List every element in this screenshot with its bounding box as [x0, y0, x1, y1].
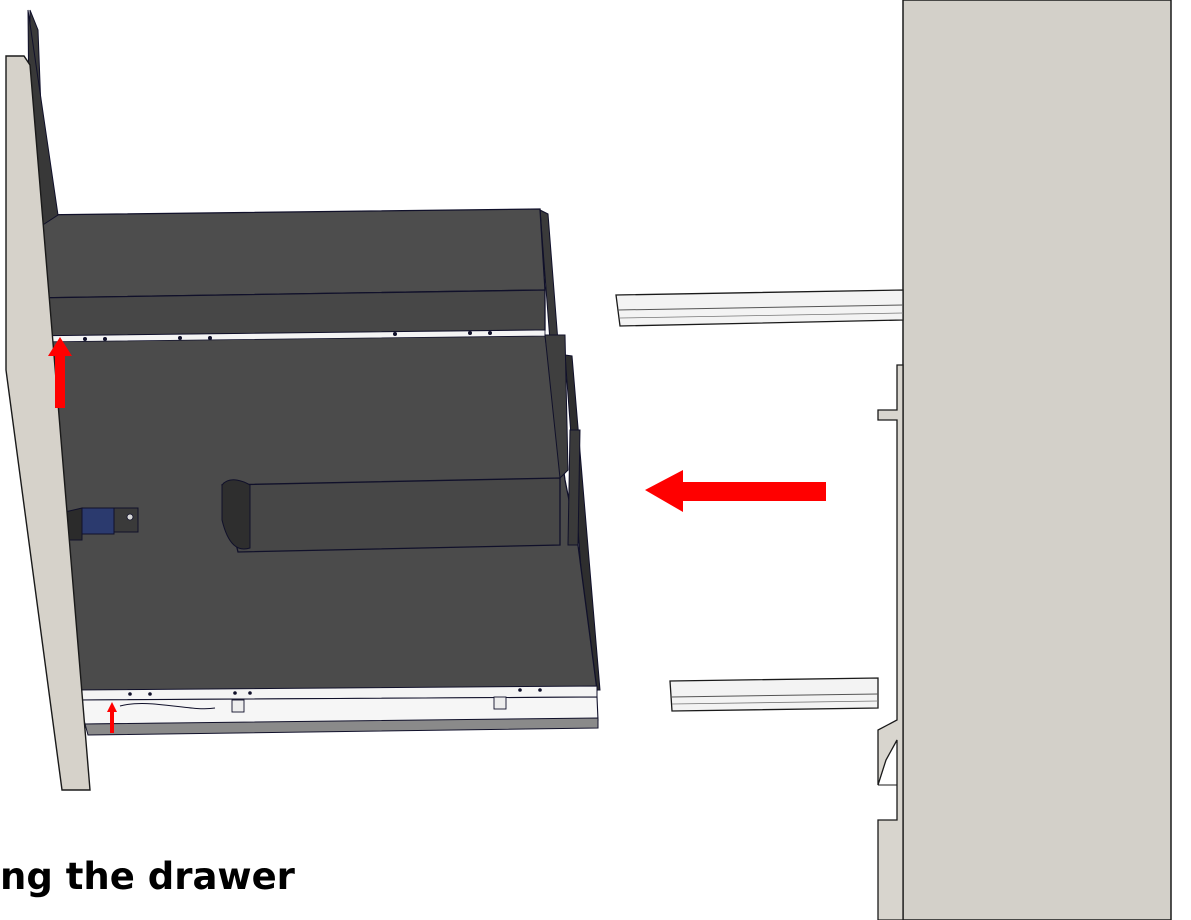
upper-slide-rail — [615, 289, 904, 327]
drawer-latch — [64, 507, 139, 541]
lower-slide-rail — [669, 677, 879, 712]
arrow-up-icon — [48, 337, 72, 408]
cabinet-wall — [902, 0, 1172, 920]
cabinet-frame-profile — [877, 364, 904, 920]
arrow-left-icon — [645, 470, 826, 512]
arrow-up-icon — [107, 702, 117, 733]
drawer — [5, 9, 601, 791]
drawer-front-panel — [5, 9, 91, 791]
step-caption: ng the drawer — [0, 855, 295, 898]
